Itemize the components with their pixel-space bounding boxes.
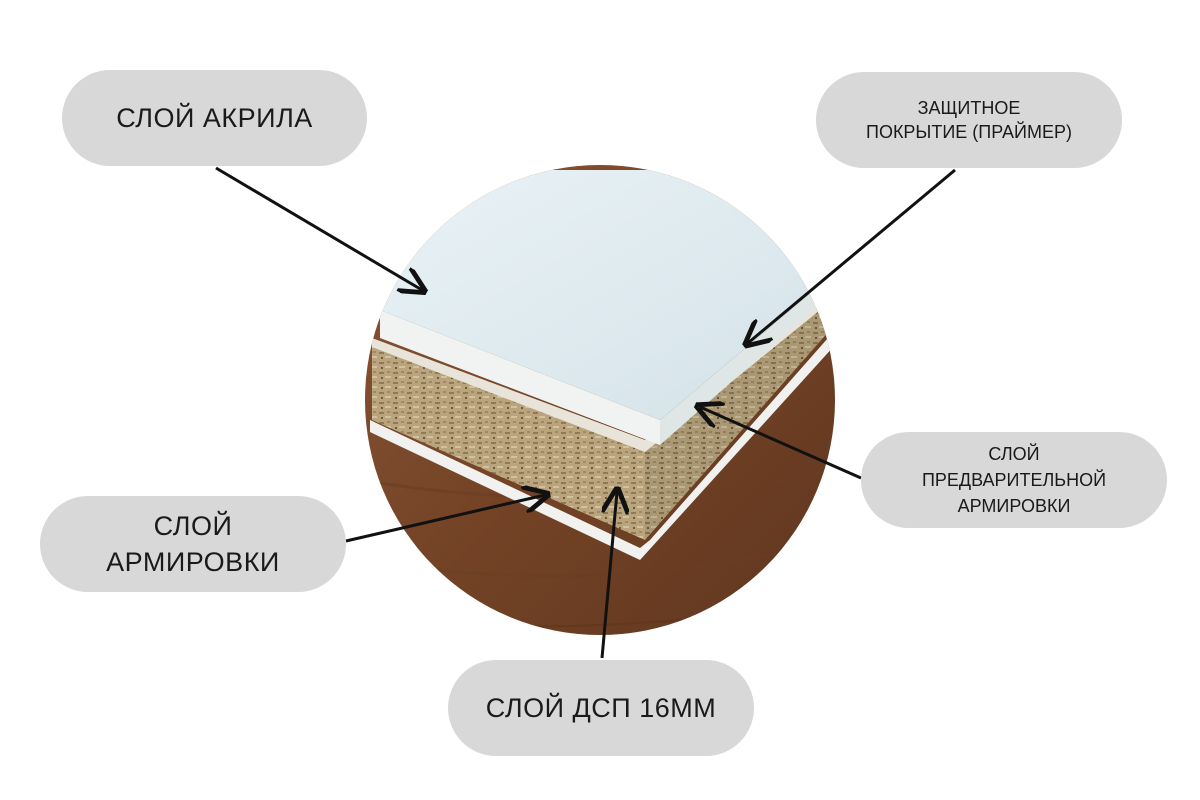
chipboard-left-face — [372, 345, 645, 540]
label-chipboard-layer: СЛОЙ ДСП 16ММ — [448, 660, 754, 756]
acrylic-left-edge — [380, 310, 660, 445]
label-acrylic-layer: СЛОЙ АКРИЛА — [62, 70, 367, 166]
label-reinforcement-layer: СЛОЙ АРМИРОВКИ — [40, 496, 346, 592]
acrylic-top-surface — [380, 170, 820, 420]
photo-content — [365, 165, 835, 635]
label-primer-coating: ЗАЩИТНОЕ ПОКРЫТИЕ (ПРАЙМЕР) — [816, 72, 1122, 168]
label-pre-reinforcement-layer: СЛОЙ ПРЕДВАРИТЕЛЬНОЙ АРМИРОВКИ — [861, 432, 1167, 528]
